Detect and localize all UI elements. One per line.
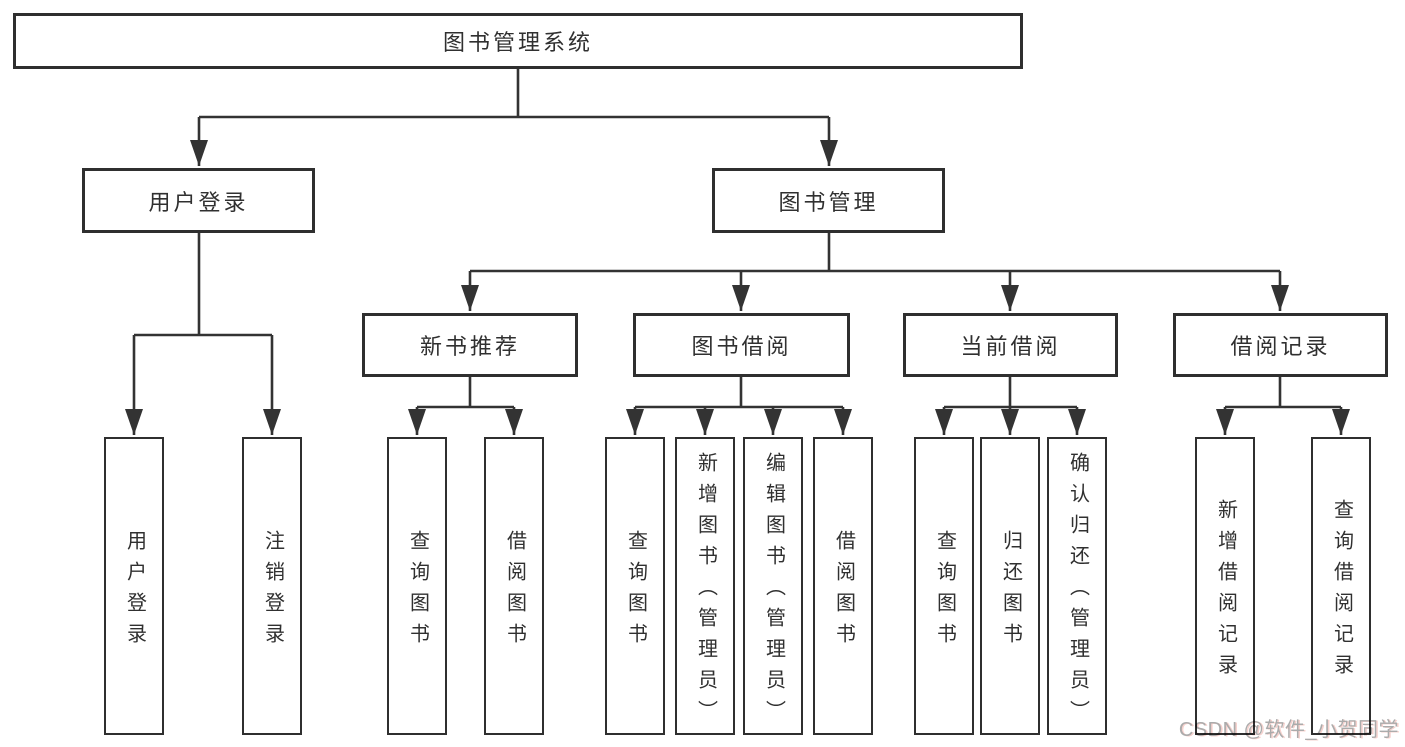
leaf-query-books-newbook: 查询图书 <box>387 437 447 735</box>
leaf-add-books-admin: 新增图书（管理员） <box>675 437 735 735</box>
node-user-login-branch: 用户登录 <box>82 168 315 233</box>
leaf-borrow-books-label: 借阅图书 <box>832 529 855 654</box>
leaf-edit-books-admin: 编辑图书（管理员） <box>743 437 803 735</box>
connector-book-management-trunk <box>470 233 1280 273</box>
node-current-borrow-group-label: 当前借阅 <box>960 334 1061 359</box>
leaf-query-books-newbook-label: 查询图书 <box>406 529 429 654</box>
connector-borrow-record-trunk <box>1225 377 1341 409</box>
node-book-management-branch: 图书管理 <box>712 168 945 233</box>
leaf-return-books-label: 归还图书 <box>999 529 1022 654</box>
connector-root-trunk <box>199 69 829 119</box>
node-new-book-group-label: 新书推荐 <box>419 334 520 359</box>
node-borrow-record-group-label: 借阅记录 <box>1230 334 1331 359</box>
watermark: CSDN @软件_小贺同学 <box>1178 719 1399 741</box>
leaf-query-books-borrow: 查询图书 <box>605 437 665 735</box>
node-root: 图书管理系统 <box>13 13 1023 69</box>
node-new-book-group: 新书推荐 <box>362 313 578 377</box>
connector-book-borrow-trunk <box>635 377 843 409</box>
leaf-confirm-return-admin-label: 确认归还（管理员） <box>1066 452 1089 731</box>
leaf-add-borrow-record: 新增借阅记录 <box>1195 437 1255 735</box>
leaf-logout: 注销登录 <box>242 437 302 735</box>
leaf-query-borrow-record: 查询借阅记录 <box>1311 437 1371 735</box>
leaf-user-login: 用户登录 <box>104 437 164 735</box>
node-borrow-record-group: 借阅记录 <box>1173 313 1388 377</box>
leaf-add-borrow-record-label: 新增借阅记录 <box>1214 498 1237 685</box>
leaf-query-borrow-record-label: 查询借阅记录 <box>1330 498 1353 685</box>
leaf-user-login-label: 用户登录 <box>123 529 146 654</box>
leaf-query-books-current-label: 查询图书 <box>933 529 956 654</box>
leaf-borrow-books-newbook: 借阅图书 <box>484 437 544 735</box>
leaf-borrow-books-newbook-label: 借阅图书 <box>503 529 526 654</box>
leaf-edit-books-admin-label: 编辑图书（管理员） <box>762 452 785 731</box>
node-root-label: 图书管理系统 <box>442 30 593 55</box>
connector-current-borrow-trunk <box>944 377 1077 409</box>
leaf-confirm-return-admin: 确认归还（管理员） <box>1047 437 1107 735</box>
leaf-query-books-current: 查询图书 <box>914 437 974 735</box>
leaf-logout-label: 注销登录 <box>261 529 284 654</box>
leaf-return-books: 归还图书 <box>980 437 1040 735</box>
leaf-borrow-books: 借阅图书 <box>813 437 873 735</box>
node-current-borrow-group: 当前借阅 <box>903 313 1118 377</box>
leaf-add-books-admin-label: 新增图书（管理员） <box>694 452 717 731</box>
node-user-login-branch-label: 用户登录 <box>148 189 249 215</box>
node-book-borrow-group-label: 图书借阅 <box>691 334 792 359</box>
node-book-borrow-group: 图书借阅 <box>633 313 850 377</box>
node-book-management-branch-label: 图书管理 <box>778 189 879 215</box>
connector-new-book-trunk <box>417 377 514 409</box>
connector-user-login-trunk <box>134 233 272 337</box>
leaf-query-books-borrow-label: 查询图书 <box>624 529 647 654</box>
